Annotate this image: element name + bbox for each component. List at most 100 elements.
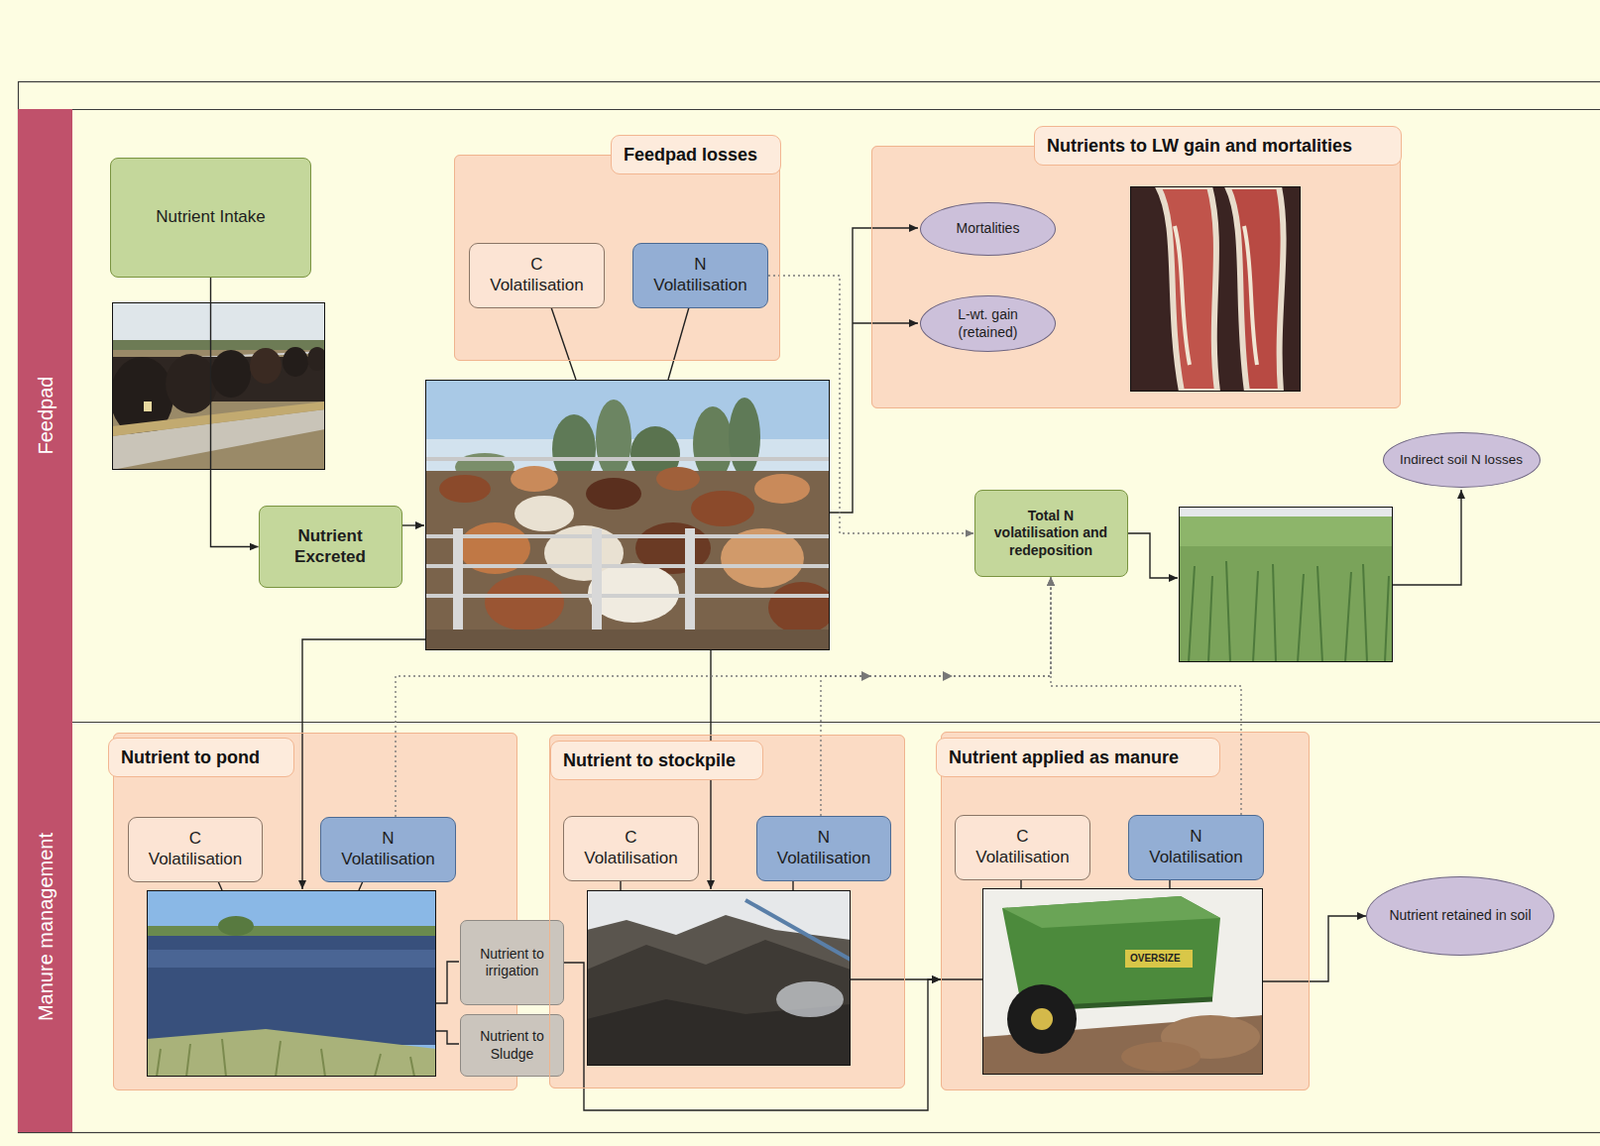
flow-line: [398, 524, 425, 526]
carcass-photo: [1157, 186, 1218, 392]
panel-fill: [113, 145, 1401, 1091]
carcass-photo: [1244, 226, 1258, 365]
flow-line: [940, 978, 983, 980]
feedlot-photo: [656, 466, 700, 491]
panel-heading: Nutrient to stockpile: [550, 740, 764, 781]
volatilisation-connector: [1050, 576, 1242, 815]
loss-box: N Volatilisation: [320, 816, 457, 883]
spreader-photo: [1121, 1041, 1201, 1072]
feedlot-photo: [425, 534, 830, 539]
flow-line: [829, 228, 918, 513]
group-panel: Nutrient to pondC VolatilisationN Volati…: [113, 732, 518, 1091]
flow-line: [436, 1030, 459, 1044]
stockpile-photo: [586, 890, 851, 1066]
volatilisation-connector: [395, 576, 1051, 817]
feedlot-photo: [425, 629, 830, 651]
flow-line: [852, 322, 918, 324]
process-box: Nutrient Intake: [110, 157, 312, 278]
node-text: N Volatilisation: [337, 828, 441, 870]
cattle-eating-photo: [112, 401, 326, 437]
feedlot-photo: [425, 379, 836, 651]
spreader-photo: [982, 888, 1263, 1075]
node-text: Nutrient Intake: [155, 207, 266, 229]
crop-photo: [1178, 506, 1393, 663]
loss-box: N Volatilisation: [632, 242, 769, 309]
cattle-eating-photo: [249, 347, 282, 384]
process-box: Nutrient Excreted: [258, 505, 403, 588]
spreader-photo: [982, 888, 1263, 1075]
output-oval: L-wt. gain (retained): [919, 295, 1056, 352]
cattle-eating-photo: [165, 353, 218, 414]
node-text: C Volatilisation: [143, 828, 247, 870]
feedlot-photo: [595, 399, 632, 479]
node-text: C Volatilisation: [579, 827, 684, 869]
pond-photo: [218, 915, 254, 936]
spreader-photo: [982, 888, 1263, 1075]
feedlot-photo: [690, 490, 755, 527]
node-text: Total N volatilisation and redeposition: [987, 507, 1115, 559]
panel-fill: [113, 732, 518, 1091]
node-text: Nutrient to Sludge: [472, 1028, 553, 1062]
cattle-eating-photo: [110, 302, 328, 470]
node-text: Nutrient Excreted: [271, 526, 389, 568]
flow-line: [436, 961, 459, 1004]
node-text: Indirect soil N losses: [1399, 452, 1523, 468]
stockpile-photo: [586, 939, 851, 1066]
spreader-photo: [1002, 896, 1221, 928]
group-panel: Nutrient to stockpile C Volatilisation N V…: [549, 734, 906, 1089]
panel-fill: [940, 731, 1310, 1091]
process-box: Total N volatilisation and redeposition: [974, 489, 1129, 577]
swimlane-band: Manure managementNutrient to pondC Volat…: [17, 721, 1600, 1133]
panel-fill: [549, 734, 906, 1089]
feedlot-photo: [484, 574, 565, 631]
crop-photo: [1188, 561, 1389, 663]
panel-fill: [871, 145, 1401, 409]
flow-line: [1262, 980, 1310, 982]
node-text: Mortalities: [956, 220, 1021, 237]
cattle-eating-photo: [112, 302, 326, 470]
pond-photo: [146, 890, 437, 1077]
group-panel: Nutrients to LW gain and mortalitiesMort…: [871, 145, 1401, 409]
frame: [18, 82, 1600, 1134]
node-text: Nutrient to irrigation: [472, 945, 553, 980]
loss-box: N Volatilisation: [756, 815, 892, 882]
feedlot-photo: [585, 477, 642, 510]
loss-box: N Volatilisation: [1128, 814, 1264, 881]
stockpile-photo: [745, 900, 851, 960]
loss-box: C Volatilisation: [563, 815, 699, 882]
pond-photo: [156, 1038, 415, 1077]
cattle-eating-photo: [282, 346, 309, 377]
panel-heading: Nutrients to LW gain and mortalities: [1033, 125, 1402, 166]
crop-photo: [1178, 506, 1393, 663]
crop-photo: [1178, 516, 1393, 547]
carcass-photo: [1174, 226, 1190, 365]
carcass-photo: [1130, 186, 1301, 392]
node-text: N Volatilisation: [772, 827, 876, 869]
feedlot-photo: [425, 470, 830, 651]
swimlane-band: Feedpad Nutrient IntakeNutrient Excreted F…: [17, 109, 1600, 722]
feedlot-photo: [728, 397, 761, 477]
loss-box: C Volatilisation: [954, 814, 1091, 881]
frame: [17, 82, 1600, 1134]
crop-photo: [1178, 506, 1393, 663]
node-text: C Volatilisation: [971, 826, 1075, 868]
pond-photo: [146, 890, 437, 1077]
node-text: N Volatilisation: [1144, 826, 1249, 868]
pond-photo: [146, 890, 437, 1077]
feedlot-photo: [439, 474, 491, 503]
stockpile-photo: [776, 981, 844, 1018]
carcass-photo: [1130, 186, 1301, 392]
carcass-photo: [1227, 186, 1284, 392]
plate-text: OVERSIZE: [1126, 951, 1185, 965]
output-oval: Indirect soil N losses: [1382, 432, 1541, 488]
flow-line: [218, 307, 1170, 891]
stockpile-photo: [586, 890, 851, 1066]
feedlot-photo: [754, 473, 810, 504]
crop-photo: [1178, 506, 1393, 517]
node-text: C Volatilisation: [485, 254, 589, 296]
frame: [17, 721, 1600, 723]
band-label: Feedpad: [33, 376, 57, 456]
panel-heading: Feedpad losses: [610, 134, 782, 175]
band-strip: Feedpad: [17, 109, 73, 722]
cattle-eating-photo: [211, 349, 251, 398]
